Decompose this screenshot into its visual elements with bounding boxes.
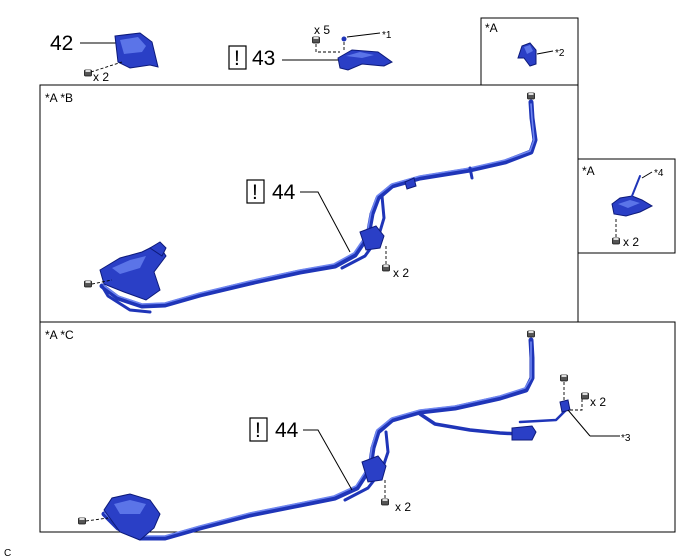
caution-glyph-43: !: [234, 47, 240, 70]
caution-mark-44-upper: [246, 179, 265, 204]
part-43-group: ! 43 x 5 *1: [228, 23, 393, 71]
panel-b-label: *A *B: [45, 91, 73, 105]
fuel-tube-assembly-lower: [101, 337, 571, 541]
qty-x5: x 5: [314, 23, 330, 37]
qty-small: x 2: [623, 235, 639, 249]
qty-panel-c-right: x 2: [590, 395, 606, 409]
clip-icon: [341, 36, 347, 42]
bolt-icon: [78, 517, 86, 525]
bolt-icon: [312, 36, 320, 44]
detail-4-part: [611, 175, 654, 217]
panel-c-label: *A *C: [45, 328, 74, 342]
ref-1: *1: [382, 30, 392, 41]
fuel-tube-assembly-upper: [99, 99, 538, 314]
ref-3: *3: [621, 433, 631, 444]
part-42-cover: [114, 32, 159, 69]
caution-glyph-44-lower: !: [255, 419, 261, 442]
bolt-icon: [84, 280, 92, 288]
caution-mark-43: [228, 45, 247, 70]
caution-mark-44-lower: [249, 417, 268, 442]
qty-panel-b: x 2: [393, 266, 409, 280]
detail-2-part: [517, 42, 537, 67]
bolt-icon: [527, 330, 535, 338]
panel-a-top-label: *A: [485, 21, 498, 35]
qty-42: x 2: [93, 70, 109, 84]
part-43-bracket: [337, 49, 393, 71]
bolt-icon: [381, 498, 389, 506]
bolt-icon: [612, 237, 620, 245]
part-42-number: 42: [50, 32, 73, 55]
part-42-group: 42 x 2: [50, 32, 159, 84]
qty-panel-c-mid: x 2: [395, 500, 411, 514]
bolt-icon: [581, 392, 589, 400]
illustration-code: C: [4, 548, 11, 559]
part-44-number-upper: 44: [272, 181, 296, 204]
ref-4: *4: [654, 168, 664, 179]
caution-glyph-44-upper: !: [252, 181, 258, 204]
panel-a-right: [577, 158, 676, 254]
part-44-number-lower: 44: [275, 419, 299, 442]
part-43-number: 43: [252, 47, 275, 70]
ref-2: *2: [555, 48, 565, 59]
panel-c: [39, 321, 676, 533]
bolt-icon: [84, 69, 92, 77]
panel-a-right-label: *A: [582, 164, 595, 178]
bolt-icon: [382, 264, 390, 272]
bolt-icon: [560, 374, 568, 382]
bolt-icon: [527, 92, 535, 100]
